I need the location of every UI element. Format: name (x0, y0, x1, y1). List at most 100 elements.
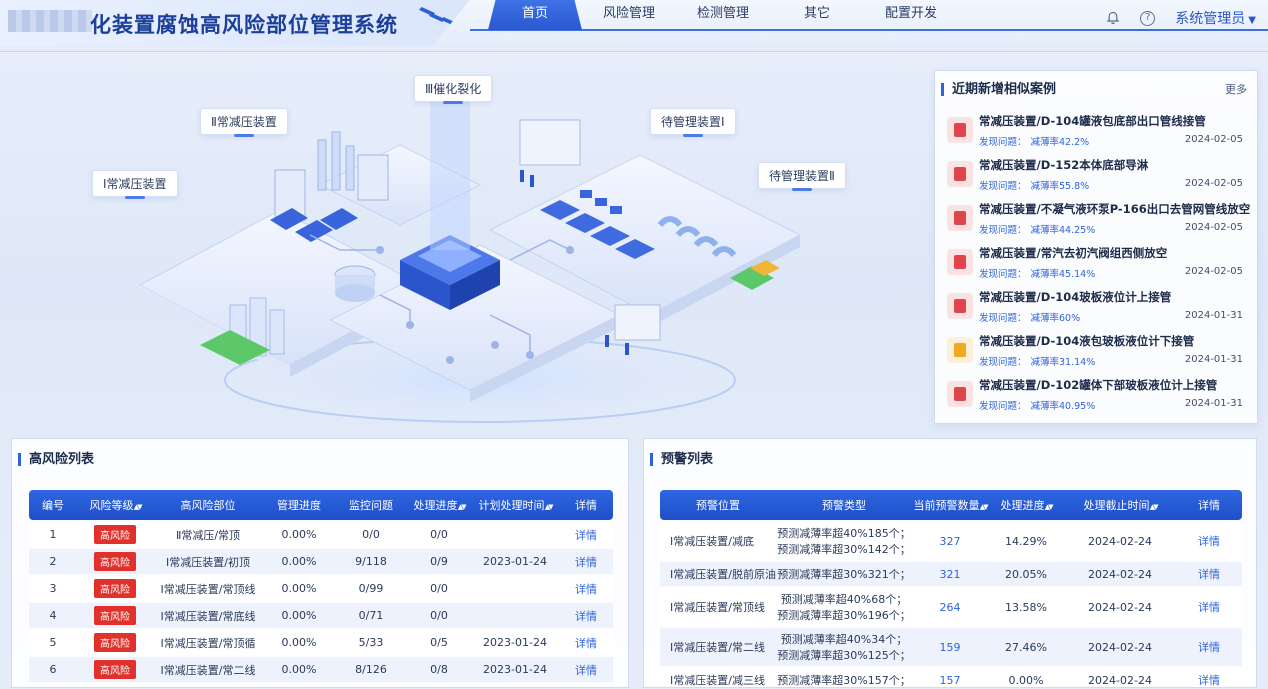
nav-config-dev[interactable]: 配置开发 (884, 6, 937, 21)
cell-risk-level: 高风险 (77, 657, 153, 682)
detail-link[interactable]: 详情 (1176, 522, 1242, 560)
document-alert-icon (947, 117, 973, 143)
document-alert-icon (947, 205, 973, 231)
label-unit-cat-cracking[interactable]: Ⅲ催化裂化 (414, 75, 493, 104)
detail-link[interactable]: 详情 (1176, 562, 1242, 586)
detail-link[interactable]: 详情 (559, 549, 613, 574)
col-risk-location: 高风险部位 (153, 490, 263, 520)
more-link[interactable]: 更多 (1225, 83, 1247, 96)
risk-badge: 高风险 (94, 606, 136, 625)
detail-link[interactable]: 详情 (1176, 628, 1242, 666)
case-date: 2024-02-05 (1184, 266, 1243, 277)
detail-link[interactable]: 详情 (559, 603, 613, 628)
detail-link[interactable]: 详情 (1176, 668, 1242, 687)
case-date: 2024-02-05 (1184, 178, 1243, 189)
cell-risk-level: 高风险 (77, 630, 153, 655)
nav-home[interactable]: 首页 (488, 0, 582, 30)
cell-plan-time: 2023-01-24 (471, 657, 559, 682)
cell-id: 5 (29, 630, 77, 655)
cell-warn-count[interactable]: 327 (912, 522, 988, 560)
user-menu[interactable]: 系统管理员▼ (1175, 8, 1256, 28)
label-unit-pending1[interactable]: 待管理装置Ⅰ (650, 108, 736, 137)
cell-warn-count[interactable]: 157 (912, 668, 988, 687)
col-warn-deadline[interactable]: 处理截止时间 (1064, 490, 1176, 520)
cell-warn-type: 预测减薄率超40%185个；预测减薄率超30%142个； (776, 522, 912, 560)
cell-handle-progress: 0/0 (407, 603, 471, 628)
col-handle-progress[interactable]: 处理进度 (407, 490, 471, 520)
detail-link[interactable]: 详情 (559, 630, 613, 655)
cell-warn-progress: 13.58% (988, 588, 1064, 626)
case-item[interactable]: 常减压装置/D-152本体底部导淋 发现问题：减薄率55.8% 2024-02-… (943, 151, 1249, 195)
cell-warn-location: Ⅰ常减压装置/脱前原油 (660, 562, 776, 586)
cell-warn-count[interactable]: 264 (912, 588, 988, 626)
title-decoration-icon (418, 6, 458, 26)
case-date: 2024-01-31 (1184, 398, 1243, 409)
case-issue: 发现问题：减薄率55.8% (979, 181, 1090, 192)
case-item[interactable]: 常减压装置/D-104罐液包底部出口管线接管 发现问题：减薄率42.2% 202… (943, 107, 1249, 151)
case-title: 常减压装置/D-104液包玻板液位计下接管 (979, 334, 1195, 348)
cell-monitor-issues: 0/0 (335, 522, 407, 547)
col-warn-type: 预警类型 (776, 490, 912, 520)
cell-warn-deadline: 2024-02-24 (1064, 562, 1176, 586)
cell-plan-time (471, 576, 559, 601)
cell-location: Ⅰ常减压装置/常底线 (153, 603, 263, 628)
cell-warn-type: 预测减薄率超30%157个； (776, 668, 912, 687)
case-issue: 发现问题：减薄率60% (979, 313, 1081, 324)
cell-mgmt-progress: 0.00% (263, 603, 335, 628)
detail-link[interactable]: 详情 (1176, 588, 1242, 626)
isometric-plant-illustration (138, 100, 802, 432)
cell-mgmt-progress: 0.00% (263, 522, 335, 547)
label-unit-cdu2[interactable]: Ⅱ常减压装置 (200, 108, 288, 137)
risk-badge: 高风险 (94, 633, 136, 652)
recent-cases-header: 近期新增相似案例 更多 (935, 71, 1257, 107)
cell-risk-level: 高风险 (77, 576, 153, 601)
document-warning-icon (947, 337, 973, 363)
cell-warn-deadline: 2024-02-24 (1064, 628, 1176, 666)
case-item[interactable]: 常减压装置/不凝气液环泵P-166出口去管网管线放空 发现问题：减薄率44.25… (943, 195, 1250, 239)
case-issue: 发现问题：减薄率40.95% (979, 401, 1096, 412)
high-risk-table: 编号 风险等级 高风险部位 管理进度 监控问题 处理进度 计划处理时间 详情 1… (29, 488, 613, 684)
cell-warn-deadline: 2024-02-24 (1064, 668, 1176, 687)
cell-warn-count[interactable]: 159 (912, 628, 988, 666)
col-risk-level[interactable]: 风险等级 (77, 490, 153, 520)
table-row: Ⅰ常减压装置/减三线 预测减薄率超30%157个； 157 0.00% 2024… (660, 668, 1242, 687)
redacted-title-prefix (8, 10, 92, 32)
case-title: 常减压装置/D-102罐体下部玻板液位计上接管 (979, 378, 1218, 392)
col-warn-progress[interactable]: 处理进度 (988, 490, 1064, 520)
nav-other[interactable]: 其它 (803, 6, 830, 21)
app-header: 化装置腐蚀高风险部位管理系统 首页 风险管理 检测管理 其它 配置开发 ? 系统… (0, 0, 1268, 52)
nav-inspection-management[interactable]: 检测管理 (696, 6, 749, 21)
help-icon[interactable]: ? (1140, 10, 1156, 26)
chevron-down-icon: ▼ (1248, 15, 1256, 26)
case-issue: 发现问题：减薄率44.25% (979, 225, 1096, 236)
case-date: 2024-02-05 (1184, 134, 1243, 145)
cell-warn-progress: 0.00% (988, 668, 1064, 687)
col-warn-count[interactable]: 当前预警数量 (912, 490, 988, 520)
cell-warn-count[interactable]: 321 (912, 562, 988, 586)
detail-link[interactable]: 详情 (559, 657, 613, 682)
cell-location: Ⅰ常减压装置/常二线 (153, 657, 263, 682)
table-row: 4 高风险 Ⅰ常减压装置/常底线 0.00% 0/71 0/0 详情 (29, 603, 613, 628)
nav-risk-management[interactable]: 风险管理 (602, 6, 655, 21)
risk-badge: 高风险 (94, 525, 136, 544)
case-item[interactable]: 常减压装置/D-104液包玻板液位计下接管 发现问题：减薄率31.14% 202… (943, 327, 1249, 371)
document-alert-icon (947, 249, 973, 275)
label-unit-cdu1[interactable]: Ⅰ常减压装置 (92, 170, 178, 199)
col-plan-time[interactable]: 计划处理时间 (471, 490, 559, 520)
cell-location: Ⅰ常减压装置/常顶线 (153, 576, 263, 601)
cell-plan-time (471, 522, 559, 547)
cell-plan-time: 2023-01-24 (471, 630, 559, 655)
case-item[interactable]: 常减压装置/D-104玻板液位计上接管 发现问题：减薄率60% 2024-01-… (943, 283, 1249, 327)
label-unit-pending2[interactable]: 待管理装置Ⅱ (758, 162, 846, 191)
recent-cases-title: 近期新增相似案例 (941, 82, 1056, 96)
detail-link[interactable]: 详情 (559, 522, 613, 547)
case-item[interactable]: 常减压装置/D-102罐体下部玻板液位计上接管 发现问题：减薄率40.95% 2… (943, 371, 1249, 415)
high-risk-panel: 高风险列表 编号 风险等级 高风险部位 管理进度 监控问题 处理进度 计划处理时… (11, 438, 629, 688)
cell-warn-location: Ⅰ常减压装置/减底 (660, 522, 776, 560)
case-date: 2024-01-31 (1184, 310, 1243, 321)
bell-icon[interactable] (1106, 11, 1120, 25)
case-item[interactable]: 常减压装置/常汽去初汽阀组西侧放空 发现问题：减薄率45.14% 2024-02… (943, 239, 1249, 283)
detail-link[interactable]: 详情 (559, 576, 613, 601)
cell-warn-type: 预测减薄率超30%321个； (776, 562, 912, 586)
cell-mgmt-progress: 0.00% (263, 576, 335, 601)
